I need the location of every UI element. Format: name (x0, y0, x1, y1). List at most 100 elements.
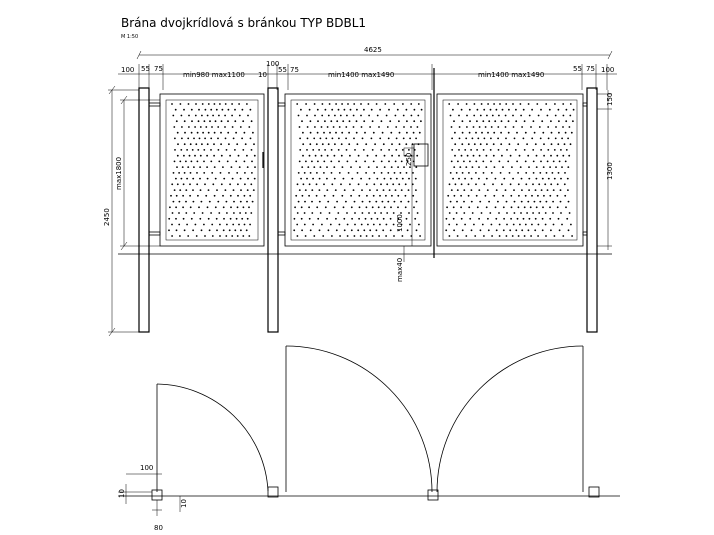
infill-dot (552, 200, 554, 203)
infill-dot (380, 160, 383, 163)
infill-dot (334, 189, 337, 192)
infill-dot (348, 131, 350, 134)
infill-dot (403, 166, 405, 169)
infill-dot (370, 108, 373, 111)
infill-dot (246, 103, 248, 105)
infill-dot (512, 126, 515, 128)
infill-dot (302, 131, 304, 134)
infill-dot (213, 154, 216, 157)
infill-dot (392, 183, 395, 186)
infill-dot (244, 172, 246, 174)
infill-dot (493, 103, 495, 105)
infill-dot (321, 143, 324, 146)
infill-dot (478, 166, 480, 169)
infill-dot (346, 114, 348, 117)
infill-dot (537, 223, 540, 226)
infill-dot (352, 189, 355, 192)
infill-dot (566, 217, 569, 220)
infill-dot (481, 131, 483, 134)
infill-dot (175, 229, 178, 232)
infill-dot (209, 120, 211, 123)
infill-dot (313, 137, 316, 140)
infill-dot (334, 114, 336, 117)
infill-dot (197, 149, 200, 151)
infill-dot (349, 154, 351, 157)
infill-dot (337, 149, 340, 151)
dim-gap-g: 75 (586, 65, 595, 73)
infill-dot (530, 235, 532, 237)
infill-dot (504, 126, 507, 128)
infill-dot (467, 183, 470, 186)
infill-dot (168, 217, 171, 220)
infill-dot (471, 166, 474, 169)
infill-dot (364, 160, 366, 163)
infill-dot (330, 149, 333, 151)
infill-dot (324, 120, 326, 123)
infill-dot (296, 103, 299, 105)
infill-dot (482, 160, 485, 163)
leaf-right-frame-outer (436, 93, 584, 247)
infill-dot (391, 143, 393, 146)
infill-dot (213, 194, 216, 197)
infill-dot (545, 103, 548, 105)
infill-dot (505, 137, 507, 140)
infill-dot (380, 120, 383, 123)
infill-dot (507, 120, 510, 123)
infill-dot (392, 223, 395, 226)
post-right (586, 87, 598, 333)
dim-plan-100: 100 (140, 464, 153, 472)
infill-dot (490, 160, 492, 163)
infill-dot (346, 160, 349, 163)
infill-dot (519, 166, 522, 169)
infill-dot (398, 229, 400, 232)
infill-dot (318, 200, 321, 203)
infill-dot (501, 183, 503, 186)
infill-dot (358, 217, 360, 220)
infill-dot (205, 126, 208, 128)
infill-dot (302, 183, 305, 186)
infill-dot (346, 212, 348, 214)
infill-dot (545, 200, 548, 203)
dim-post-mid: 100 (266, 60, 279, 68)
infill-dot (534, 217, 537, 220)
infill-dot (535, 154, 538, 157)
infill-dot (210, 108, 213, 111)
infill-dot (404, 194, 407, 197)
infill-dot (382, 143, 385, 146)
infill-dot (408, 212, 410, 214)
infill-dot (232, 223, 235, 226)
infill-dot (506, 212, 508, 214)
infill-dot (203, 160, 205, 163)
infill-dot (327, 229, 330, 232)
infill-dot (391, 154, 393, 157)
infill-dot (369, 229, 372, 232)
infill-dot (341, 131, 344, 134)
infill-dot (307, 166, 310, 169)
infill-dot (461, 143, 464, 146)
infill-dot (207, 103, 210, 105)
infill-dot (297, 200, 300, 203)
infill-dot (242, 235, 245, 237)
infill-dot (225, 235, 228, 237)
infill-dot (306, 149, 308, 151)
infill-dot (388, 149, 390, 151)
infill-dot (368, 200, 371, 203)
infill-dot (358, 206, 361, 209)
infill-dot (499, 103, 501, 105)
infill-dot (557, 172, 560, 174)
infill-dot (311, 212, 314, 214)
infill-dot (558, 131, 560, 134)
infill-dot (486, 189, 489, 192)
infill-dot (379, 137, 382, 140)
infill-dot (360, 114, 362, 117)
right-dimensions: 150 1300 (597, 90, 614, 250)
infill-dot (468, 206, 471, 209)
infill-dot (235, 131, 238, 134)
infill-dot (220, 120, 223, 123)
infill-dot (528, 189, 530, 192)
infill-dot (531, 108, 533, 111)
infill-dot (309, 143, 312, 146)
infill-dot (174, 149, 176, 151)
dim-height-fill: max1800 (115, 157, 123, 190)
infill-dot (497, 200, 499, 203)
